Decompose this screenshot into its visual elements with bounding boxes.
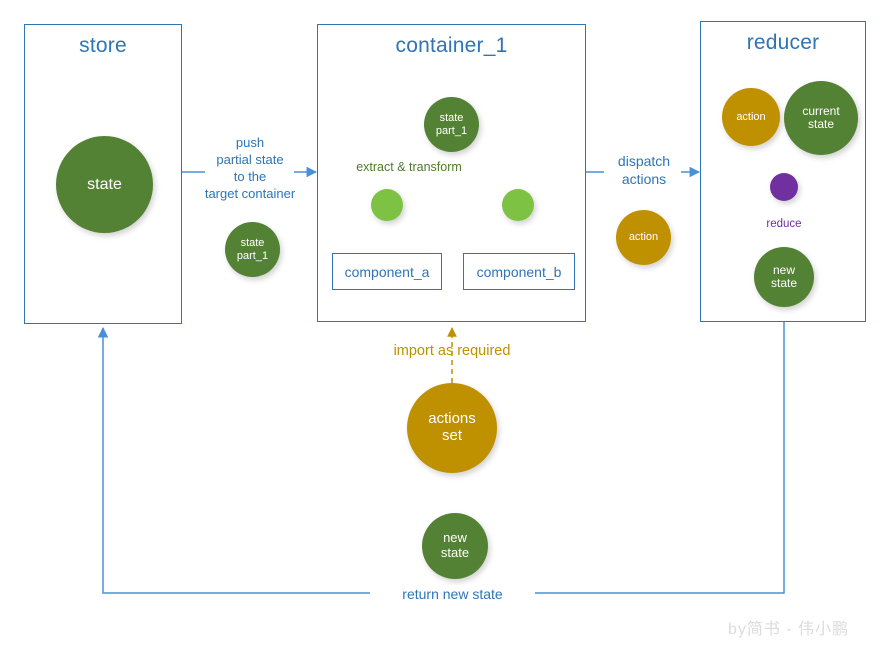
return-new-state-label: return new state xyxy=(370,585,535,604)
derived-prop-a-circle[interactable] xyxy=(371,189,403,221)
import-as-required-label: import as required xyxy=(393,343,511,359)
push-partial-state-label: push partial state to the target contain… xyxy=(204,135,296,202)
reducer-new-state-circle[interactable]: new state xyxy=(754,247,814,307)
container-state-part-circle[interactable]: state part_1 xyxy=(424,97,479,152)
reducer-current-state-circle[interactable]: current state xyxy=(784,81,858,155)
extract-transform-label: extract & transform xyxy=(356,160,462,174)
store-state-circle[interactable]: state xyxy=(56,136,153,233)
store-title: store xyxy=(79,34,127,57)
container-title: container_1 xyxy=(395,34,508,57)
reducer-title: reducer xyxy=(746,31,820,54)
watermark-text: by简书 - 伟小鹏 xyxy=(728,621,850,638)
floating-action-circle[interactable]: action xyxy=(616,210,671,265)
reduce-label: reduce xyxy=(766,218,802,230)
derived-prop-b-circle[interactable] xyxy=(502,189,534,221)
component-a-box[interactable]: component_a xyxy=(332,253,442,290)
component-b-box[interactable]: component_b xyxy=(463,253,575,290)
bottom-new-state-circle[interactable]: new state xyxy=(422,513,488,579)
actions-set-circle[interactable]: actions set xyxy=(407,383,497,473)
reduce-node-circle[interactable] xyxy=(770,173,798,201)
dispatch-actions-label: dispatch actions xyxy=(617,153,671,188)
floating-state-part-1-circle[interactable]: state part_1 xyxy=(225,222,280,277)
reducer-action-circle[interactable]: action xyxy=(722,88,780,146)
